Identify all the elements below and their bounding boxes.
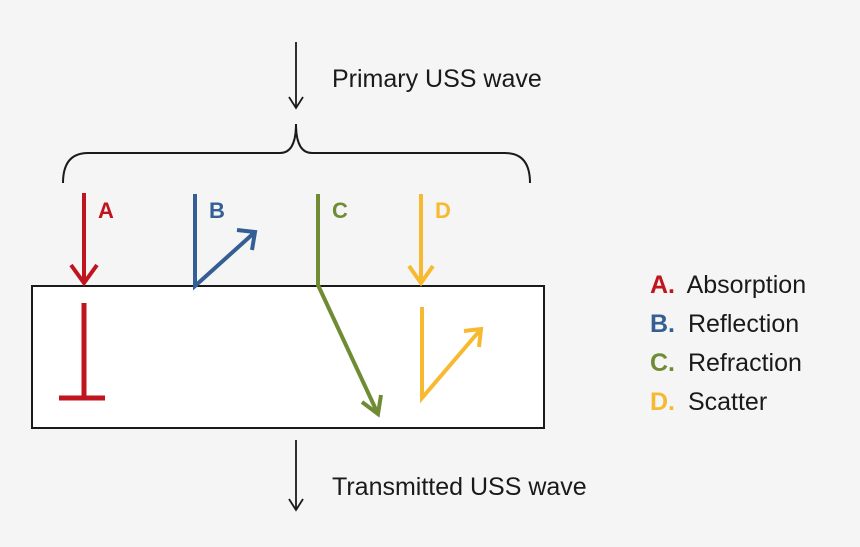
reflection-arrow — [193, 194, 258, 291]
legend-key-b: B. — [650, 310, 675, 338]
legend-item-absorption: A. Absorption — [650, 271, 806, 299]
legend-item-scatter: D. Scatter — [650, 388, 767, 416]
legend-item-refraction: C. Refraction — [650, 349, 802, 377]
primary-wave-arrow — [288, 42, 304, 110]
legend-name-refraction: Refraction — [688, 349, 802, 377]
tissue-box — [31, 285, 545, 429]
process-letter-a: A — [98, 198, 114, 223]
curly-brace — [62, 123, 531, 184]
legend-name-absorption: Absorption — [687, 271, 807, 299]
legend-key-a: A. — [650, 271, 675, 299]
scatter-deflected-arrow — [420, 307, 484, 404]
legend-name-reflection: Reflection — [688, 310, 799, 338]
absorption-stop-symbol — [59, 303, 105, 401]
process-letter-d: D — [435, 198, 451, 223]
transmitted-wave-arrow — [288, 440, 304, 512]
legend-key-c: C. — [650, 349, 675, 377]
legend-item-reflection: B. Reflection — [650, 310, 799, 338]
absorption-arrow — [69, 193, 99, 287]
transmitted-wave-label: Transmitted USS wave — [332, 473, 587, 501]
primary-wave-label: Primary USS wave — [332, 65, 542, 93]
process-letter-c: C — [332, 198, 348, 223]
legend-name-scatter: Scatter — [688, 388, 767, 416]
legend: A. Absorption B. Reflection C. Refractio… — [650, 271, 806, 416]
scatter-incident-arrow — [407, 194, 435, 287]
process-letter-b: B — [209, 198, 225, 223]
legend-key-d: D. — [650, 388, 675, 416]
refraction-arrow — [316, 194, 383, 418]
